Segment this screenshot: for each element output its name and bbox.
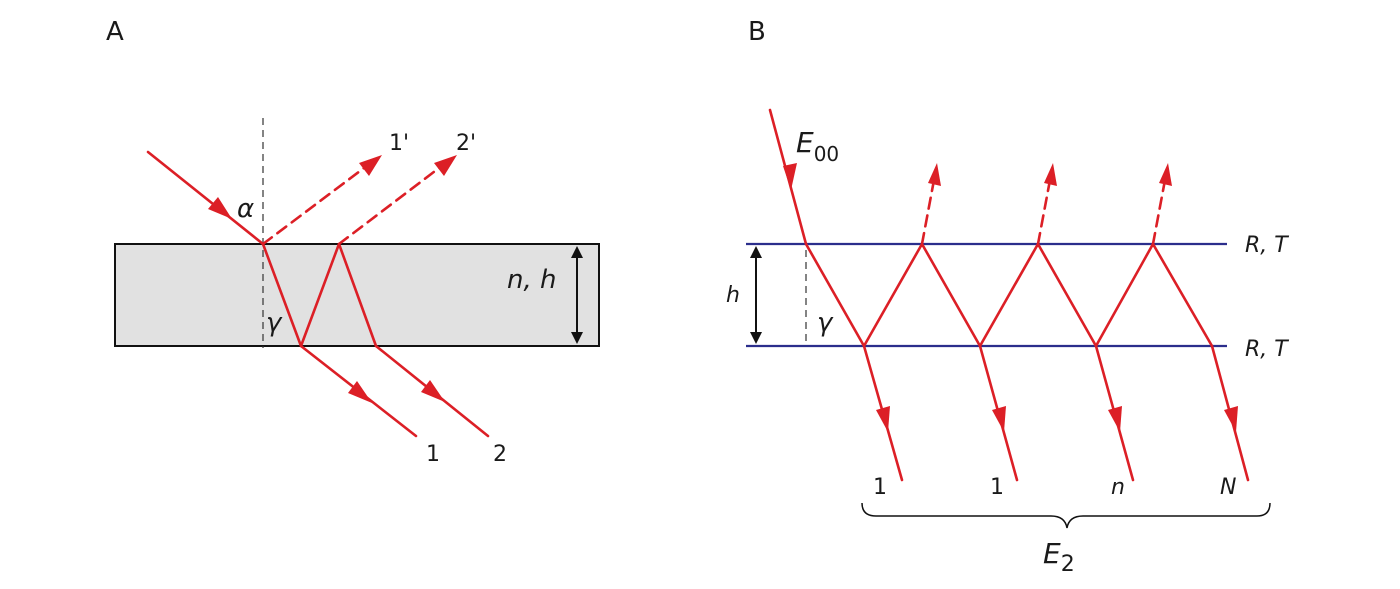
slab-params-label: n, h: [507, 265, 557, 295]
angle-alpha-label: α: [237, 194, 254, 224]
reflected-ray-b-1: [920, 178, 936, 246]
thickness-arrow-a-top: [571, 246, 583, 258]
thickness-arrow-b-bottom: [750, 332, 762, 344]
transmitted-label-b-2: 1: [990, 475, 1004, 500]
transmitted-label-1: 1: [426, 442, 440, 467]
internal-ray-path: [261, 242, 378, 348]
transmitted-ray-b-3-arrow: [1108, 406, 1122, 432]
bottom-surface-label: R, T: [1245, 337, 1289, 362]
sum-field-label: E2: [1043, 537, 1075, 577]
thickness-arrow-a-bottom: [571, 332, 583, 344]
incident-ray-b-arrow: [783, 163, 797, 190]
transmitted-label-b-4: N: [1220, 475, 1236, 500]
angle-gamma-label-a: γ: [266, 308, 283, 338]
transmitted-ray-2-arrow: [421, 380, 445, 402]
incident-field-subscript: 00: [814, 142, 839, 166]
transmitted-ray-b-1-arrow: [876, 406, 890, 432]
thickness-label: h: [726, 283, 740, 308]
reflected-label-1: 1': [389, 131, 409, 156]
reflected-ray-b-1-arrow: [928, 163, 941, 186]
transmitted-label-b-3: n: [1111, 475, 1125, 500]
transmitted-label-b-1: 1: [873, 475, 887, 500]
internal-zigzag: [804, 242, 1214, 348]
sum-field-letter: E: [1043, 537, 1061, 570]
panel-a-label: A: [106, 17, 124, 47]
transmitted-ray-b-2-arrow: [992, 406, 1006, 432]
angle-gamma-label-b: γ: [817, 308, 834, 338]
transmitted-label-2: 2: [493, 442, 507, 467]
transmitted-ray-1-arrow: [348, 381, 372, 403]
incident-ray: [146, 150, 265, 246]
reflected-ray-b-3: [1151, 178, 1167, 246]
reflected-ray-b-2-arrow: [1044, 163, 1057, 186]
reflected-ray-2-arrow: [434, 155, 457, 176]
panel-a: A α γ n, h 1' 2' 1 2: [106, 17, 600, 467]
panel-b-label: B: [748, 17, 766, 47]
sum-field-subscript: 2: [1061, 552, 1075, 577]
incident-field-letter: E: [796, 126, 814, 159]
incident-ray-arrow: [208, 197, 232, 219]
reflected-ray-2: [337, 163, 445, 246]
incident-field-label: E00: [796, 126, 839, 166]
top-surface-label: R, T: [1245, 233, 1289, 258]
thickness-arrow-b-top: [750, 246, 762, 258]
transmitted-ray-b-4-arrow: [1224, 406, 1238, 432]
reflected-ray-1-arrow: [359, 155, 382, 176]
reflected-ray-b-3-arrow: [1159, 163, 1172, 186]
panel-b: B E00 R, T R,: [726, 17, 1289, 577]
reflected-label-2: 2': [456, 131, 476, 156]
reflected-ray-1: [261, 163, 370, 246]
sum-brace: [861, 502, 1271, 529]
reflected-ray-b-2: [1036, 178, 1052, 246]
